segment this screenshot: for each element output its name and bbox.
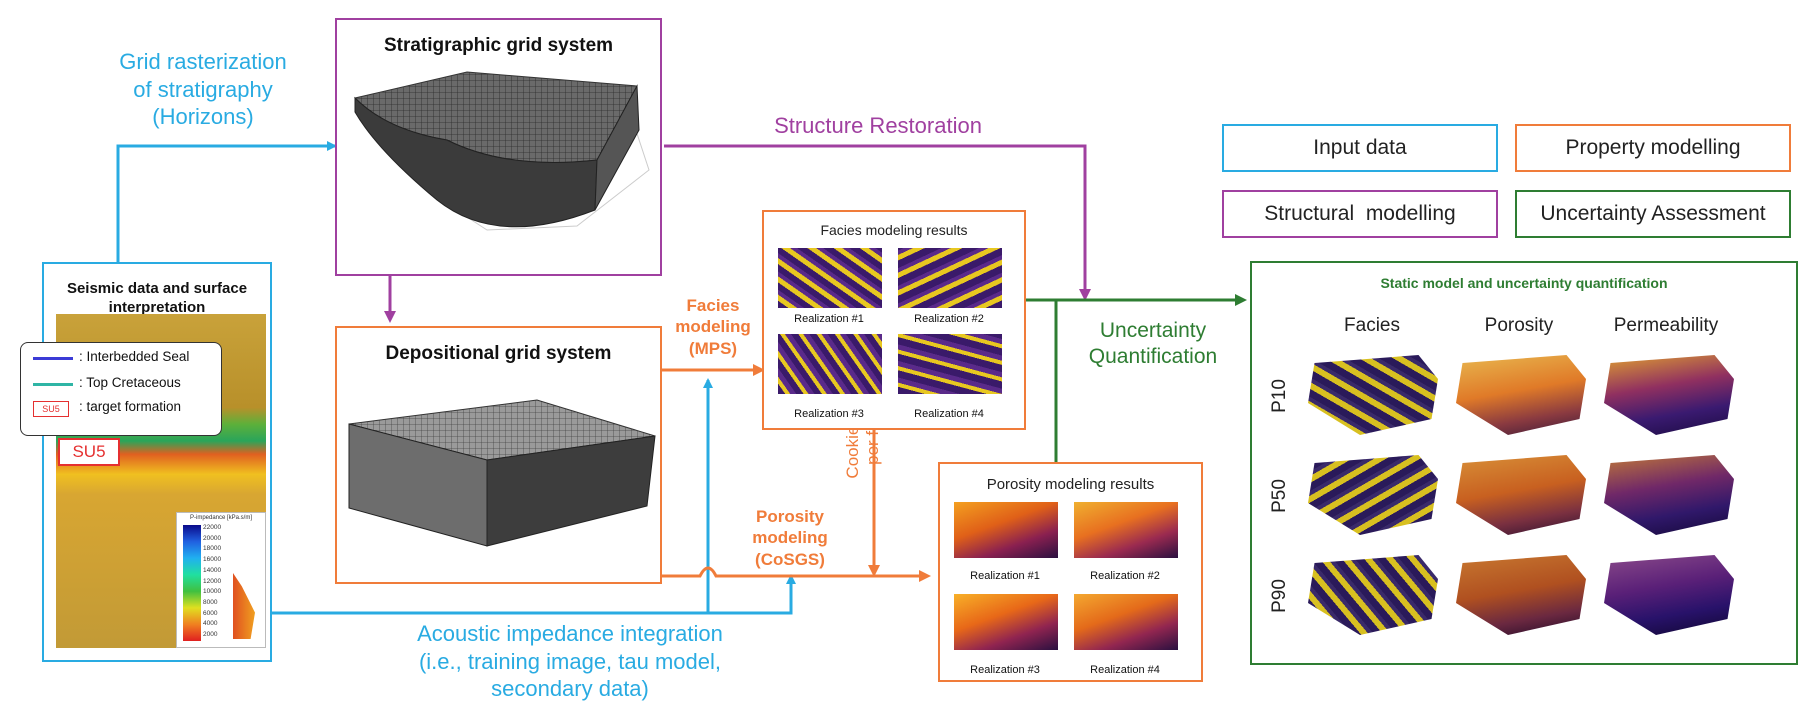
legend-uncertainty-assessment: Uncertainty Assessment <box>1515 190 1791 238</box>
facies-caption-2: Realization #2 <box>914 313 984 325</box>
facies-cube-4 <box>898 334 1002 394</box>
porosity-cube-3 <box>954 594 1058 650</box>
porosity-caption-4: Realization #4 <box>1090 664 1160 676</box>
colorbar-gradient <box>183 525 201 641</box>
cube-porosity-p10 <box>1456 355 1586 435</box>
stratigraphic-grid-image <box>354 71 650 231</box>
label-uncertainty-quantification: Uncertainty Quantification <box>1088 319 1218 369</box>
facies-caption-1: Realization #1 <box>794 313 864 325</box>
col-head-facies: Facies <box>1344 315 1400 336</box>
row-head-p50: P50 <box>1269 479 1290 513</box>
porosity-cube-4 <box>1074 594 1178 650</box>
seismic-legend: : Interbedded Seal : Top Cretaceous SU5 … <box>20 342 222 436</box>
legend-property-modelling: Property modelling <box>1515 124 1791 172</box>
legend-badge-su5: SU5 <box>33 401 69 417</box>
facies-cube-3 <box>778 334 882 394</box>
legend-line-interbedded-seal <box>33 357 73 360</box>
arrow-grid-rasterization <box>116 141 337 262</box>
legend-text-interbedded-seal: : Interbedded Seal <box>79 349 190 364</box>
static-model-title: Static model and uncertainty quantificat… <box>1380 275 1668 291</box>
stratigraphic-title: Stratigraphic grid system <box>383 35 614 56</box>
stratigraphic-grid-box: Stratigraphic grid system <box>335 18 662 276</box>
facies-cube-2 <box>898 248 1002 308</box>
colorbar-histogram <box>233 573 255 639</box>
porosity-results-box: Porosity modeling results Realization #1… <box>938 462 1203 682</box>
porosity-cube-1 <box>954 502 1058 558</box>
cube-permeability-p10 <box>1604 355 1734 435</box>
col-head-porosity: Porosity <box>1484 315 1554 336</box>
su5-label: SU5 <box>58 438 120 466</box>
facies-results-title: Facies modeling results <box>820 222 968 238</box>
facies-results-box: Facies modeling results Realization #1 R… <box>762 210 1026 430</box>
porosity-results-title: Porosity modeling results <box>986 476 1155 493</box>
facies-caption-4: Realization #4 <box>914 408 984 420</box>
cube-permeability-p50 <box>1604 455 1734 535</box>
seismic-title: Seismic data and surface interpretation <box>66 280 248 316</box>
arrow-acoustic-porosity <box>708 574 796 615</box>
depositional-grid-box: Depositional grid system <box>335 326 662 584</box>
legend-structural-modelling: Structural modelling <box>1222 190 1498 238</box>
cube-permeability-p90 <box>1604 555 1734 635</box>
legend-input-data: Input data <box>1222 124 1498 172</box>
porosity-caption-1: Realization #1 <box>970 570 1040 582</box>
legend-text-target-formation: : target formation <box>79 399 182 414</box>
label-acoustic-impedance: Acoustic impedance integration (i.e., tr… <box>417 621 723 701</box>
porosity-caption-2: Realization #2 <box>1090 570 1160 582</box>
label-grid-rasterization: Grid rasterization of stratigraphy (Hori… <box>119 49 287 129</box>
row-head-p10: P10 <box>1269 379 1290 413</box>
cube-facies-p10 <box>1308 355 1438 435</box>
depositional-grid-image <box>348 399 656 547</box>
porosity-cube-2 <box>1074 502 1178 558</box>
legend-line-top-cretaceous <box>33 383 73 386</box>
cube-porosity-p90 <box>1456 555 1586 635</box>
row-head-p90: P90 <box>1269 579 1290 613</box>
col-head-permeability: Permeability <box>1613 315 1719 336</box>
colorbar-panel: P-impedance [kPa.s/m] 22000 20000 18000 … <box>176 512 266 648</box>
arrow-structure-restoration <box>664 144 1091 301</box>
arrow-porosity-modeling <box>662 566 931 582</box>
depositional-title: Depositional grid system <box>385 343 612 364</box>
colorbar-ticks: 22000 20000 18000 16000 14000 12000 1000… <box>203 524 222 639</box>
seismic-box: Seismic data and surface interpretation … <box>20 262 272 662</box>
label-facies-modeling: Facies modeling (MPS) <box>675 296 751 358</box>
legend-text-top-cretaceous: : Top Cretaceous <box>79 375 181 390</box>
cube-facies-p50 <box>1308 455 1438 535</box>
cube-facies-p90 <box>1308 555 1438 635</box>
porosity-caption-3: Realization #3 <box>970 664 1040 676</box>
facies-cube-1 <box>778 248 882 308</box>
facies-caption-3: Realization #3 <box>794 408 864 420</box>
cube-porosity-p50 <box>1456 455 1586 535</box>
static-model-box: Static model and uncertainty quantificat… <box>1250 261 1798 665</box>
colorbar-title: P-impedance [kPa.s/m] <box>189 515 253 521</box>
label-structure-restoration: Structure Restoration <box>774 113 982 138</box>
label-porosity-modeling: Porosity modeling (CoSGS) <box>752 507 828 569</box>
